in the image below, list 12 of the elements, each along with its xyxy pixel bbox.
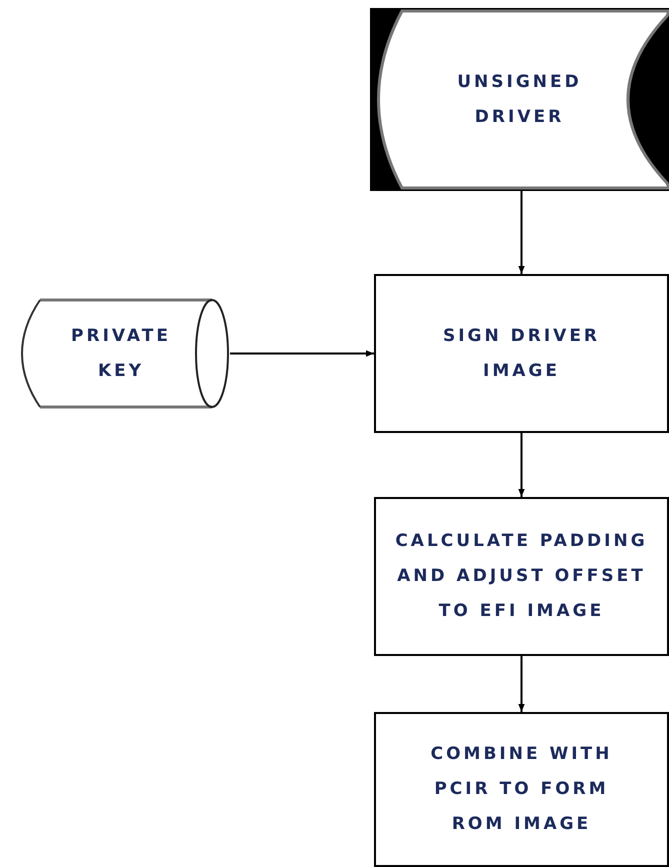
node-label: UNSIGNED DRIVER	[456, 70, 583, 128]
arrow	[518, 433, 525, 497]
arrow	[518, 191, 525, 274]
node-label: CALCULATE PADDING AND ADJUST OFFSET TO EFI IMAGE	[394, 530, 649, 623]
process-box	[374, 274, 669, 433]
node-label: PRIVATE KEY	[70, 324, 172, 382]
arrow	[518, 656, 525, 712]
arrow	[230, 350, 374, 357]
node-label: SIGN DRIVER IMAGE	[442, 324, 602, 382]
process-box	[374, 497, 669, 656]
node-label: COMBINE WITH PCIR TO FORM ROM IMAGE	[430, 743, 614, 836]
process-box	[374, 712, 669, 867]
